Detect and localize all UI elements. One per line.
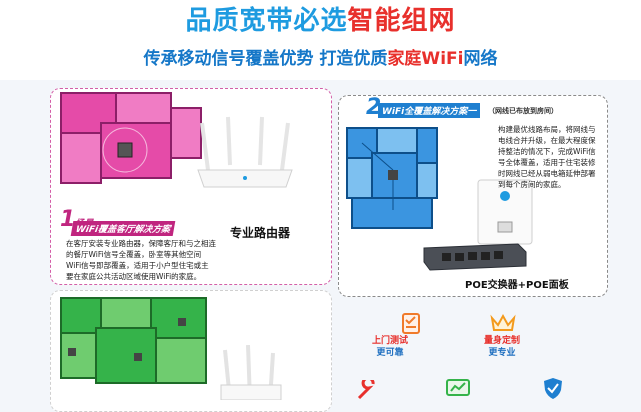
wrench-icon (357, 380, 375, 400)
subtitle-part-3: 网络 (463, 49, 498, 69)
scene2-note: （网线已布放到房间） (488, 107, 558, 115)
green-floorplan (60, 297, 207, 384)
scene2-tag: 2场景 WiFi全覆盖解决方案一 （网线已布放到房间） (366, 95, 558, 120)
scene2-title: WiFi全覆盖解决方案一 (378, 103, 481, 118)
scene2-description: 构建最优线路布局，将网线与电线合并升级，在最大程度保持整洁的情况下，完成WiFi… (498, 125, 596, 189)
scene1-title: WiFi覆盖客厅解决方案 (70, 221, 176, 236)
feature2-line2: 更专业 (488, 348, 516, 358)
feature-custom: 量身定制 更专业 (472, 335, 532, 359)
feature2-line1: 量身定制 (483, 336, 520, 346)
header-banner: 品质宽带必选智能组网 传承移动信号覆盖优势 打造优质家庭WiFi网络 (0, 0, 641, 80)
scene1-description: 在客厅安装专业路由器，保障客厅和与之相连的餐厅WiFi信号全覆盖，卧室等其他空间… (66, 239, 216, 281)
feature1-line2: 更可靠 (376, 348, 404, 358)
poe-panel-image (477, 179, 533, 245)
feature-onsite-test: 上门测试 更可靠 (365, 335, 415, 359)
subtitle-part-1: 传承移动信号覆盖优势 打造优质 (143, 49, 388, 69)
title-part-1: 品质宽带必选 (185, 6, 348, 36)
page-title: 品质宽带必选智能组网 (0, 4, 641, 38)
blue-floorplan (346, 127, 438, 229)
pink-floorplan (60, 92, 202, 184)
mesh-router-image (220, 345, 282, 400)
wifi-router-image (197, 116, 293, 188)
checklist-icon (402, 313, 420, 334)
title-part-2: 智能组网 (347, 6, 456, 36)
poe-switch-image (423, 243, 527, 271)
feature1-line1: 上门测试 (371, 336, 408, 346)
page-subtitle: 传承移动信号覆盖优势 打造优质家庭WiFi网络 (0, 47, 641, 71)
subtitle-part-2: 家庭WiFi (387, 49, 464, 69)
monitor-icon (446, 379, 470, 396)
crown-icon (490, 313, 516, 331)
shield-icon (544, 378, 562, 399)
poe-label: POE交换器+POE面板 (465, 280, 569, 291)
router-label: 专业路由器 (230, 226, 291, 240)
scene1-tag: 1场景 WiFi覆盖客厅解决方案 (60, 207, 176, 236)
scene2-number: 2 (366, 95, 382, 120)
